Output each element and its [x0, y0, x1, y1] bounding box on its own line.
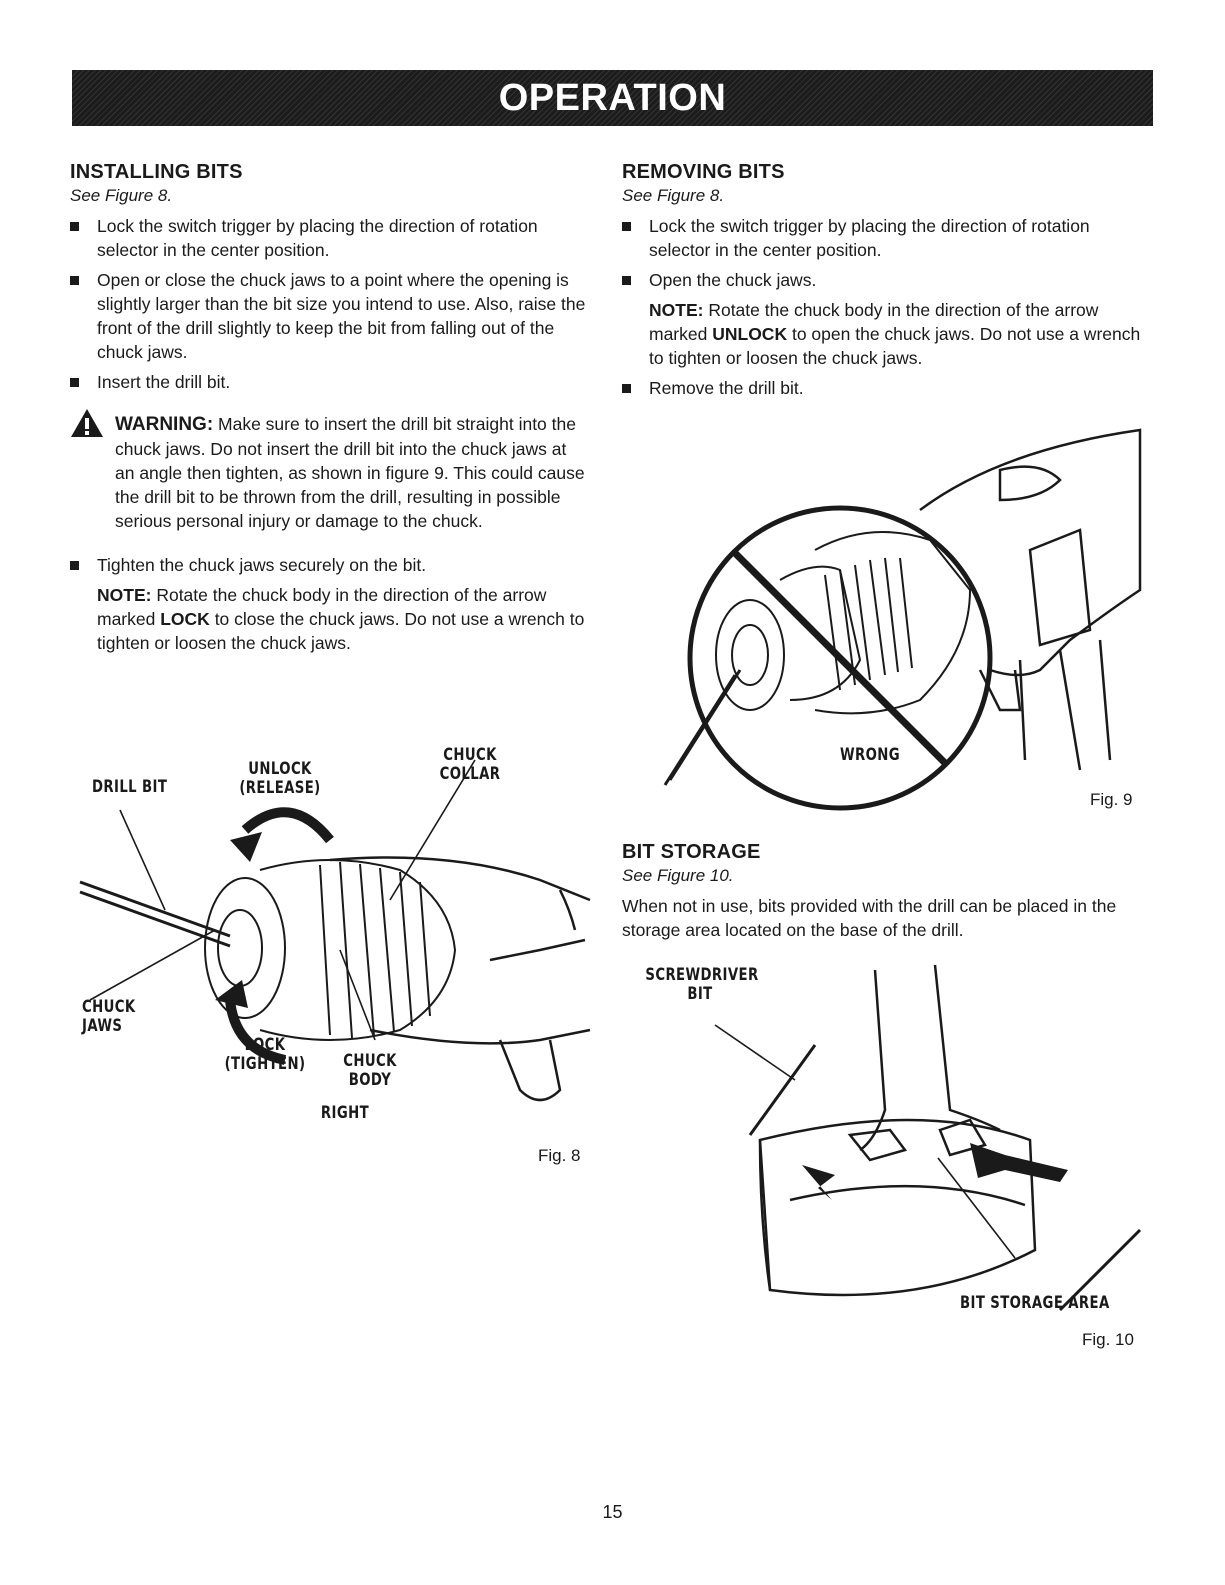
storage-text: When not in use, bits provided with the … [622, 896, 1117, 940]
fig8-right-label: RIGHT [320, 1103, 370, 1123]
removing-note: NOTE: Rotate the chuck body in the direc… [622, 298, 1142, 370]
prohibition-circle [687, 505, 993, 811]
callout-line: CHUCK [82, 997, 136, 1017]
removing-see-figure: See Figure 8. [622, 186, 725, 205]
list-item: Remove the drill bit. [622, 376, 1142, 400]
note-keyword: UNLOCK [712, 324, 788, 344]
note-keyword: LOCK [160, 609, 210, 629]
callout-line: CHUCK [443, 745, 497, 765]
fig9-drill-illustration [663, 428, 1142, 811]
removing-heading: REMOVING BITS [622, 161, 785, 183]
callout-line: COLLAR [439, 764, 501, 784]
list-item: Open or close the chuck jaws to a point … [70, 268, 590, 364]
warning-label: WARNING: [115, 414, 214, 435]
note-label: NOTE: [97, 585, 152, 605]
prohibition-slash [731, 549, 949, 767]
list-item: Lock the switch trigger by placing the d… [622, 214, 1142, 262]
note-text: Rotate the chuck body in the direction o… [97, 585, 547, 629]
bit-storage-section: BIT STORAGE See Figure 10. When not in u… [622, 840, 1147, 942]
installing-see-figure: See Figure 8. [70, 186, 173, 205]
fig8-chuck-body-label: CHUCK BODY [339, 1052, 401, 1090]
remove-step: Remove the drill bit. [622, 376, 1142, 400]
fig8-chuck-jaws-label: CHUCK JAWS [82, 998, 136, 1036]
fig9-wrong-label: WRONG [839, 745, 901, 765]
list-item: Lock the switch trigger by placing the d… [70, 214, 590, 262]
list-item: Insert the drill bit. [70, 370, 590, 394]
removing-bits-section: REMOVING BITS See Figure 8. Lock the swi… [622, 160, 1142, 406]
fig8-drill-bit-label: DRILL BIT [92, 777, 168, 797]
section-banner: OPERATION [72, 70, 1153, 126]
callout-line: SCREWDRIVER [645, 965, 759, 985]
installing-note: NOTE: Rotate the chuck body in the direc… [70, 583, 590, 655]
fig10-caption: Fig. 10 [1082, 1330, 1134, 1349]
fig8-unlock-label: UNLOCK (RELEASE) [233, 760, 327, 798]
callout-line: JAWS [82, 1016, 123, 1036]
callout-line: UNLOCK [248, 759, 312, 779]
note-text: Rotate the chuck body in the direction o… [649, 300, 1099, 344]
callout-line: (TIGHTEN) [224, 1054, 306, 1074]
removing-steps: Lock the switch trigger by placing the d… [622, 214, 1142, 292]
fig8-chuck-collar-label: CHUCK COLLAR [431, 746, 509, 784]
installing-heading: INSTALLING BITS [70, 161, 243, 183]
callout-line: BODY [348, 1070, 392, 1090]
storage-heading: BIT STORAGE [622, 841, 761, 863]
fig10-storage-illustration [714, 964, 1142, 1312]
fig10-storage-area-label: BIT STORAGE AREA [960, 1293, 1110, 1313]
callout-line: BIT [687, 984, 713, 1004]
fig9-caption: Fig. 9 [1090, 790, 1133, 809]
fig8-caption: Fig. 8 [538, 1146, 581, 1165]
page-number: 15 [602, 1502, 623, 1522]
note-text: to open the chuck jaws. Do not use a wre… [649, 324, 1141, 368]
storage-see-figure: See Figure 10. [622, 866, 734, 885]
note-label: NOTE: [649, 300, 704, 320]
warning-text: Make sure to insert the drill bit straig… [115, 414, 585, 531]
fig10-screwdriver-label: SCREWDRIVER BIT [645, 965, 759, 1004]
list-item: Tighten the chuck jaws securely on the b… [70, 553, 590, 577]
callout-line: (RELEASE) [239, 778, 321, 798]
tighten-step: Tighten the chuck jaws securely on the b… [70, 553, 590, 577]
warning-icon [71, 409, 103, 437]
page-title: OPERATION [498, 76, 727, 119]
callout-line: CHUCK [343, 1051, 397, 1071]
installing-bits-section: INSTALLING BITS See Figure 8. Lock the s… [70, 160, 590, 661]
note-text: to close the chuck jaws. Do not use a wr… [97, 609, 585, 653]
list-item: Open the chuck jaws. [622, 268, 1142, 292]
fig8-lock-label: LOCK (TIGHTEN) [222, 1036, 308, 1074]
fig8-chuck-illustration [79, 759, 591, 1102]
callout-line: LOCK [244, 1035, 286, 1055]
installing-steps: Lock the switch trigger by placing the d… [70, 214, 590, 394]
warning-block: WARNING: Make sure to insert the drill b… [70, 409, 590, 533]
